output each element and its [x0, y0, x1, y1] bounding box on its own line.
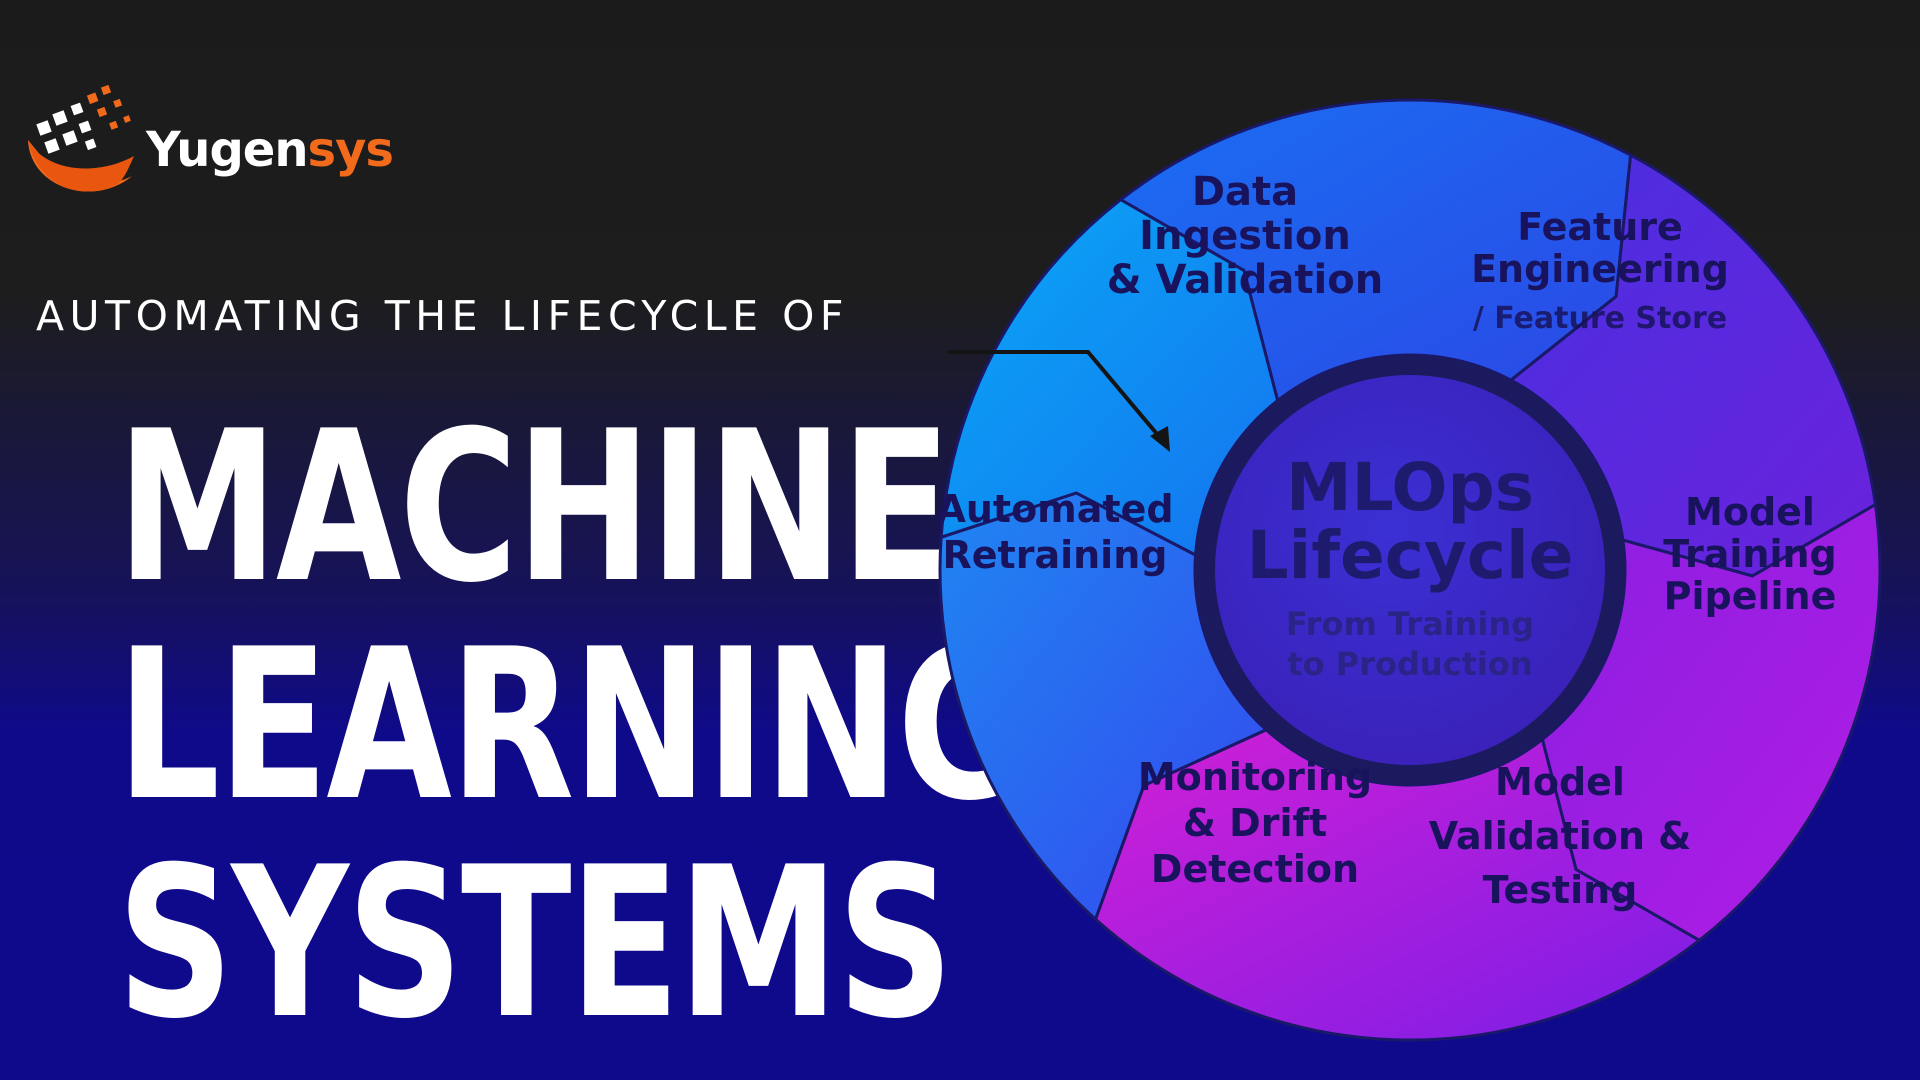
stage-label-monitoring-drift-line-3: Detection: [1151, 847, 1359, 891]
stage-label-monitoring-drift-line-2: & Drift: [1183, 801, 1327, 845]
yugensys-logo-icon: [28, 84, 134, 192]
stage-label-monitoring-drift-line-1: Monitoring: [1138, 755, 1372, 799]
cycle-arrow-head-icon: [1150, 426, 1170, 452]
cycle-arrow-line: [948, 350, 1164, 442]
center-title-line-2: Lifecycle: [1247, 517, 1574, 594]
headline-line-3: SYSTEMS: [116, 823, 954, 1065]
stage-label-automated-retraining-line-1: Automated: [936, 487, 1173, 531]
stage-label-data-ingestion-line-3: & Validation: [1107, 257, 1383, 303]
stage-label-data-ingestion-line-1: Data: [1192, 169, 1298, 215]
brand-logo: Yugensys: [24, 78, 424, 208]
stage-label-model-validation-line-1: Model: [1495, 760, 1625, 804]
headline-line-1: MACHINE: [116, 387, 952, 629]
headline-line-2: LEARNING: [116, 605, 1030, 847]
brand-name-part1: Yugen: [146, 122, 309, 178]
stage-sublabel-feature-engineering: / Feature Store: [1473, 301, 1727, 336]
stage-label-feature-engineering-line-2: Engineering: [1471, 247, 1729, 291]
stage-label-feature-engineering-line-1: Feature: [1517, 205, 1683, 249]
stage-label-model-validation-line-2: Validation &: [1429, 814, 1692, 858]
stage-label-model-training-line-3: Pipeline: [1664, 574, 1837, 618]
cycle-ring: [938, 98, 1882, 1042]
stage-label-model-training-line-1: Model: [1685, 490, 1815, 534]
center-subtitle-line-2: to Production: [1287, 645, 1532, 683]
stage-label-automated-retraining-line-2: Retraining: [943, 533, 1168, 577]
center-title-line-1: MLOps: [1286, 449, 1534, 526]
brand-name-part2: sys: [307, 122, 394, 178]
brand-name: Yugensys: [146, 126, 394, 174]
center-subtitle-line-1: From Training: [1286, 605, 1534, 643]
center-hub: [1215, 375, 1605, 765]
stage-label-model-validation-line-3: Testing: [1483, 868, 1638, 912]
stage-label-model-training-line-2: Training: [1663, 532, 1837, 576]
headline-subtitle: AUTOMATING THE LIFECYCLE OF: [36, 292, 849, 340]
stage-label-data-ingestion-line-2: Ingestion: [1139, 213, 1351, 259]
